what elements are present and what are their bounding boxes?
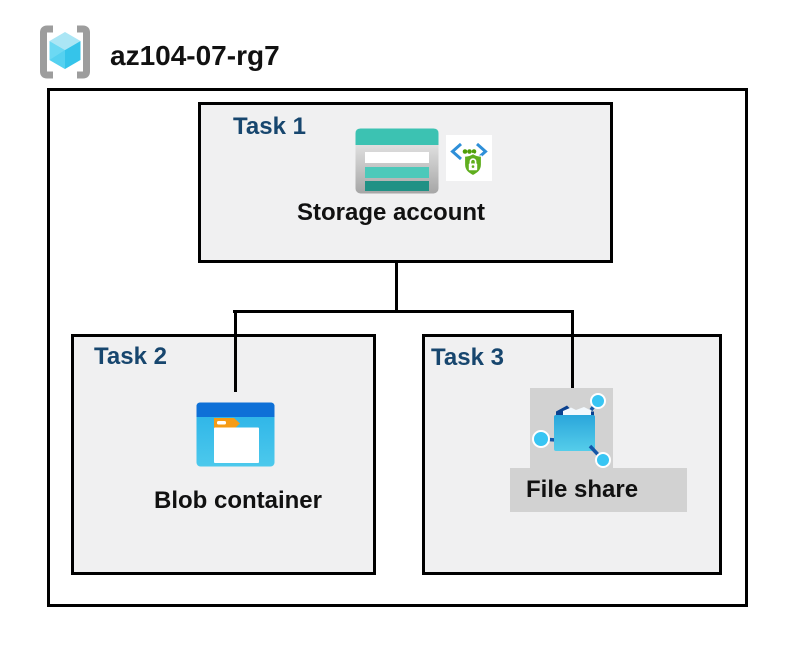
- resource-group-name: az104-07-rg7: [110, 40, 280, 71]
- connector-branch: [233, 310, 574, 313]
- task3-label: Task 3: [431, 344, 504, 371]
- file-share-icon: [530, 388, 613, 470]
- connector-from-storage: [395, 263, 398, 311]
- secure-access-icon: [446, 135, 492, 181]
- file-share-label: File share: [510, 468, 687, 512]
- connector-to-blob: [234, 310, 237, 392]
- task1-label: Task 1: [233, 113, 306, 140]
- storage-account-icon: [355, 128, 439, 194]
- task2-label: Task 2: [94, 343, 167, 370]
- blob-container-icon: [196, 402, 275, 467]
- resource-group-icon: [33, 22, 97, 82]
- connector-to-fileshare: [571, 310, 574, 392]
- storage-account-label: Storage account: [296, 199, 486, 226]
- blob-container-label: Blob container: [153, 487, 322, 514]
